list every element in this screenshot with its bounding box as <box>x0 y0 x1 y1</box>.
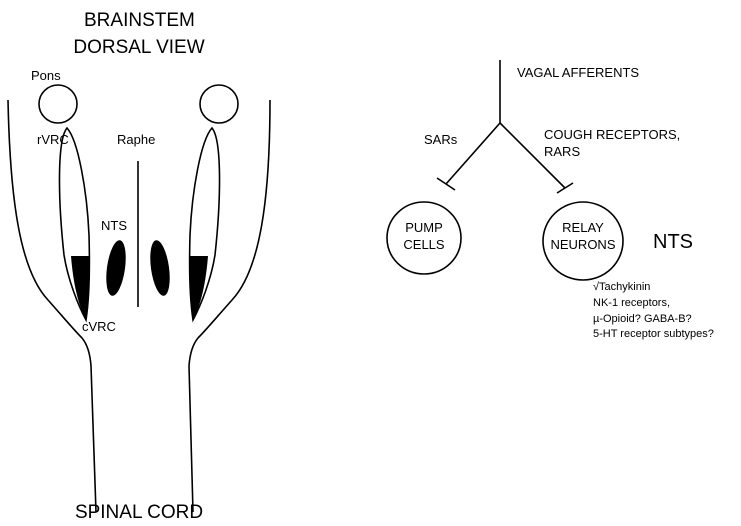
nts-right-oval <box>147 239 173 297</box>
pump-label: PUMP <box>387 221 461 234</box>
pons-left-circle <box>39 85 77 123</box>
spinal-cord-label: SPINAL CORD <box>54 503 224 522</box>
rars-label: RARS <box>544 145 580 158</box>
nk1-receptors-note: NK-1 receptors, <box>593 297 670 310</box>
pons-right-circle <box>200 85 238 123</box>
raphe-label: Raphe <box>117 133 155 146</box>
sars-label: SARs <box>424 133 457 146</box>
neurons-label: NEURONS <box>541 238 625 251</box>
rvrc-label: rVRC <box>37 133 69 146</box>
opioid-gaba-note: µ-Opioid? GABA-B? <box>593 313 692 326</box>
pump-inhibition-bar <box>437 178 455 190</box>
dorsal-view-title: DORSAL VIEW <box>64 38 214 57</box>
nts-large-label: NTS <box>653 232 693 252</box>
nts-left-oval <box>103 239 129 297</box>
cvrc-label: cVRC <box>82 320 116 333</box>
5ht-receptor-note: 5-HT receptor subtypes? <box>593 328 714 341</box>
relay-label: RELAY <box>541 221 625 234</box>
nts-label: NTS <box>101 219 127 232</box>
tachykinin-note: √Tachykinin <box>593 281 650 294</box>
pons-label: Pons <box>31 69 61 82</box>
vagal-afferents-label: VAGAL AFFERENTS <box>517 66 639 79</box>
cells-label: CELLS <box>387 238 461 251</box>
cough-receptors-label: COUGH RECEPTORS, <box>544 128 680 141</box>
relay-inhibition-bar <box>557 183 573 193</box>
brainstem-title: BRAINSTEM <box>84 11 194 30</box>
